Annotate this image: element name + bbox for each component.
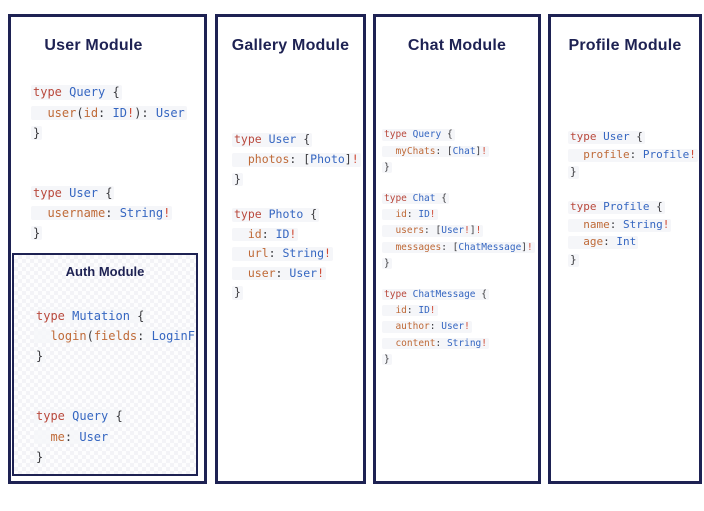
code-line: photos: [Photo]! — [232, 151, 361, 167]
code-line: author: User! — [382, 321, 472, 333]
code-line: me: User — [34, 429, 111, 444]
code-line: } — [232, 285, 243, 300]
code-line: } — [31, 125, 43, 140]
code-block-user-query: type Query { user(id: ID!): User} — [11, 85, 204, 140]
code-line: } — [232, 171, 243, 187]
code-line: type User { — [232, 132, 313, 147]
code-line: type User { — [568, 130, 645, 145]
panel-user-module: User Module type Query { user(id: ID!): … — [8, 14, 207, 484]
code-line: url: String! — [232, 246, 333, 261]
code-line: age: Int — [568, 235, 639, 250]
code-line: } — [568, 252, 579, 267]
code-line: name: String! — [568, 217, 672, 232]
code-line: } — [382, 161, 392, 173]
code-line: user(id: ID!): User — [31, 105, 187, 120]
code-line: } — [31, 226, 43, 241]
code-block-chat-chatmessage: type ChatMessage { id: ID! author: User!… — [376, 289, 538, 366]
code-line: id: ID! — [382, 305, 438, 317]
code-block-gallery-user: type User { photos: [Photo]!} — [218, 132, 363, 187]
code-line: type Chat { — [382, 193, 449, 205]
code-block-chat-chat: type Chat { id: ID! users: [User!]! mess… — [376, 193, 538, 270]
code-block-profile-profile: type Profile { name: String! age: Int} — [551, 200, 699, 267]
panel-profile-module: Profile Module type User { profile: Prof… — [548, 14, 702, 484]
code-block-auth-query: type Query { me: User} — [14, 409, 196, 464]
code-block-chat-query: type Query { myChats: [Chat]!} — [376, 129, 538, 173]
panel-title-profile-module: Profile Module — [568, 37, 682, 54]
code-line: id: ID! — [382, 209, 438, 221]
code-line: login(fields: LoginFields): User — [34, 329, 196, 344]
code-line: profile: Profile! — [568, 147, 698, 162]
code-block-auth-mutation: type Mutation { login(fields: LoginField… — [14, 309, 196, 364]
code-line: id: ID! — [232, 226, 299, 242]
code-block-user-user: type User { username: String!} — [11, 185, 204, 241]
code-line: } — [34, 349, 46, 364]
code-line: users: [User!]! — [382, 225, 484, 237]
code-block-profile-user: type User { profile: Profile!} — [551, 130, 699, 180]
code-line: type Query { — [31, 85, 122, 100]
panel-gallery-module: Gallery Module type User { photos: [Phot… — [215, 14, 366, 484]
code-line: } — [34, 449, 46, 464]
code-line: username: String! — [31, 206, 173, 221]
code-line: type Query { — [382, 129, 455, 141]
code-line: type ChatMessage { — [382, 289, 489, 301]
code-line: user: User! — [232, 265, 327, 281]
code-block-gallery-photo: type Photo { id: ID! url: String! user: … — [218, 207, 363, 300]
code-line: content: String! — [382, 337, 489, 349]
code-line: messages: [ChatMessage]! — [382, 241, 535, 253]
code-line: type Photo { — [232, 207, 320, 222]
panel-auth-module: Auth Module type Mutation { login(fields… — [12, 253, 198, 476]
code-line: } — [382, 353, 392, 366]
panel-title-user-module: User Module — [44, 37, 143, 54]
panel-title-gallery-module: Gallery Module — [231, 37, 350, 54]
code-line: } — [568, 165, 579, 180]
code-line: type User { — [31, 185, 115, 201]
code-line: type Query { — [34, 409, 125, 424]
code-line: myChats: [Chat]! — [382, 145, 490, 157]
panel-title-auth-module: Auth Module — [65, 264, 145, 279]
panel-chat-module: Chat Module type Query { myChats: [Chat]… — [373, 14, 541, 484]
code-line: } — [382, 257, 392, 270]
code-line: type Profile { — [568, 200, 665, 215]
code-line: type Mutation { — [34, 309, 147, 324]
panel-title-chat-module: Chat Module — [407, 37, 507, 54]
